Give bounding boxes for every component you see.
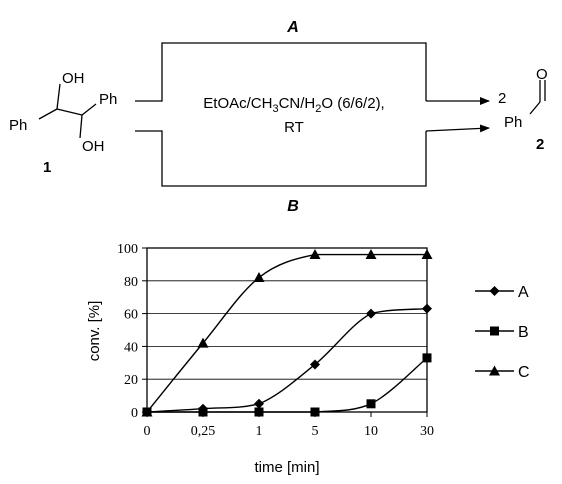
series-a bbox=[142, 303, 432, 417]
x-tick-label: 0 bbox=[144, 424, 151, 439]
data-point-c bbox=[365, 249, 377, 260]
x-tick-label: 1 bbox=[256, 424, 263, 439]
data-point-b bbox=[310, 407, 320, 417]
conditions-subscript: 2 bbox=[315, 103, 321, 115]
bond bbox=[529, 101, 541, 115]
conditions-line-2: RT bbox=[284, 119, 304, 136]
route-lines bbox=[135, 42, 490, 187]
legend-item-c: C bbox=[475, 364, 530, 381]
legend-item-b: B bbox=[475, 324, 529, 341]
y-tick-label: 60 bbox=[124, 308, 138, 323]
conditions-part: CN/H bbox=[279, 95, 316, 112]
legend-label-c: C bbox=[518, 364, 530, 381]
route-a-label: A bbox=[286, 19, 299, 36]
series-b bbox=[142, 353, 432, 417]
data-point-c bbox=[197, 337, 209, 348]
route-b-line bbox=[135, 130, 427, 187]
reactant-structure bbox=[38, 83, 97, 139]
data-point-b bbox=[366, 399, 376, 409]
product-number: 2 bbox=[536, 136, 544, 153]
data-point-c bbox=[253, 272, 265, 283]
y-tick-label: 20 bbox=[124, 373, 138, 388]
data-point-a bbox=[310, 359, 320, 370]
data-point-b bbox=[422, 353, 432, 363]
x-axis-ticks: 0 0,25 1 5 10 30 bbox=[144, 412, 434, 439]
data-point-c bbox=[141, 406, 153, 417]
reaction-scheme: OH Ph Ph OH 1 A B EtOAc/CH3CN/H2O (6/6/2… bbox=[9, 19, 548, 215]
legend-marker-b bbox=[490, 326, 499, 336]
y-tick-label: 100 bbox=[117, 242, 138, 257]
legend-label-a: A bbox=[518, 284, 529, 301]
bond bbox=[56, 83, 61, 110]
data-point-c bbox=[309, 249, 321, 260]
data-point-b bbox=[254, 407, 264, 417]
y-tick-label: 0 bbox=[131, 406, 138, 421]
conditions-line-1: EtOAc/CH3CN/H2O (6/6/2), bbox=[203, 95, 384, 115]
data-point-c bbox=[421, 249, 433, 260]
series-c bbox=[141, 249, 433, 417]
x-tick-label: 0,25 bbox=[191, 424, 216, 439]
y-tick-label: 40 bbox=[124, 340, 138, 355]
series-line-b bbox=[147, 357, 428, 413]
conversion-chart: 0 20 40 60 80 100 0 0,25 1 5 10 30 A B C conv. [%] t… bbox=[86, 242, 530, 476]
route-b-arrow bbox=[425, 124, 490, 133]
bond bbox=[56, 108, 83, 116]
reactant-number: 1 bbox=[43, 159, 51, 176]
legend-marker-a bbox=[489, 286, 500, 296]
product-group-ph: Ph bbox=[504, 114, 522, 131]
x-tick-label: 5 bbox=[312, 424, 319, 439]
y-axis-ticks: 0 20 40 60 80 100 bbox=[117, 242, 147, 421]
chart-legend: A B C bbox=[475, 284, 530, 381]
product-carbonyl-atom: O bbox=[536, 66, 548, 83]
reactant-group-ph-left: Ph bbox=[9, 117, 27, 134]
y-axis-label: conv. [%] bbox=[86, 301, 103, 362]
reactant-group-oh-bottom: OH bbox=[82, 138, 105, 155]
x-tick-label: 30 bbox=[420, 424, 434, 439]
bond bbox=[38, 108, 58, 120]
chart-gridlines bbox=[147, 280, 427, 380]
y-tick-label: 80 bbox=[124, 275, 138, 290]
legend-item-a: A bbox=[475, 284, 529, 301]
route-b-label: B bbox=[287, 198, 299, 215]
x-tick-label: 10 bbox=[364, 424, 378, 439]
x-axis-label: time [min] bbox=[254, 459, 319, 476]
conditions-subscript: 3 bbox=[272, 103, 278, 115]
data-point-a bbox=[422, 303, 432, 314]
reactant-group-ph-right: Ph bbox=[99, 91, 117, 108]
legend-label-b: B bbox=[518, 324, 529, 341]
conditions-part: O (6/6/2), bbox=[321, 95, 384, 112]
legend-marker-c bbox=[489, 365, 500, 376]
route-a-line bbox=[135, 42, 427, 102]
bond bbox=[81, 103, 97, 116]
data-point-b bbox=[198, 407, 208, 417]
series-line-c bbox=[146, 253, 427, 413]
data-point-a bbox=[254, 398, 264, 409]
product-structure bbox=[529, 80, 546, 115]
chart-series bbox=[141, 249, 433, 417]
bond bbox=[79, 114, 83, 139]
reactant-group-oh-top: OH bbox=[62, 70, 85, 87]
data-point-a bbox=[366, 308, 376, 319]
conditions-part: EtOAc/CH bbox=[203, 95, 272, 112]
product-coefficient: 2 bbox=[498, 90, 506, 107]
